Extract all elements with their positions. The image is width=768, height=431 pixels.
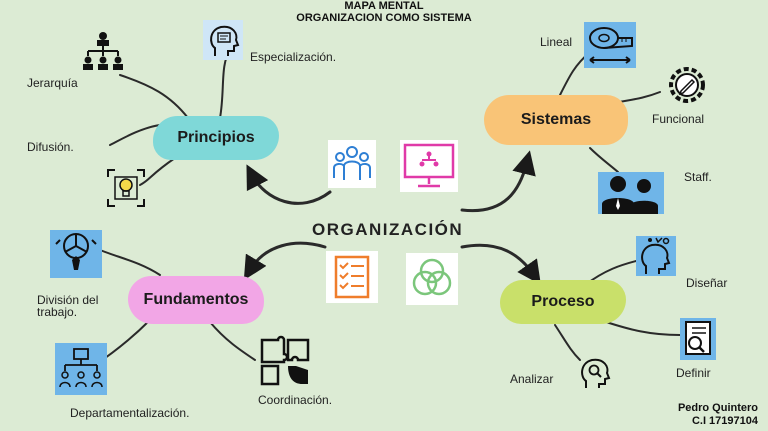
label-funcional: Funcional	[652, 112, 705, 126]
label-jerarquia: Jerarquía	[27, 76, 78, 90]
node-principios-label: Principios	[177, 129, 255, 146]
node-fundamentos-label: Fundamentos	[143, 291, 249, 308]
org-chart-icon	[55, 343, 107, 395]
arrow-to-proceso	[460, 243, 541, 285]
node-sistemas: Sistemas	[484, 95, 628, 145]
measuring-tape-icon	[584, 22, 636, 68]
node-proceso: Proceso	[500, 280, 626, 324]
node-sistemas-label: Sistemas	[520, 111, 592, 128]
head-profile-icon	[203, 20, 243, 60]
people-group-icon	[328, 140, 376, 188]
head-ideas-icon	[636, 236, 676, 276]
node-principios: Principios	[153, 116, 279, 160]
label-definir: Definir	[676, 366, 711, 380]
label-analizar: Analizar	[510, 372, 554, 386]
arrow-to-principios	[246, 164, 332, 205]
head-search-icon	[581, 358, 611, 388]
node-fundamentos: Fundamentos	[128, 276, 264, 324]
label-difusion: Difusión.	[27, 140, 74, 154]
node-proceso-label: Proceso	[531, 293, 595, 310]
label-disenar: Diseñar	[686, 276, 728, 290]
gear-pencil-icon	[669, 67, 705, 103]
label-division-trabajo: División del trabajo.	[37, 293, 99, 319]
checklist-icon	[326, 251, 378, 303]
puzzle-icon	[260, 335, 310, 386]
monitor-network-icon	[400, 140, 458, 192]
lightbulb-icon	[107, 169, 145, 207]
label-departamentalizacion: Departamentalización.	[70, 406, 190, 420]
division-work-icon	[50, 230, 102, 278]
arrow-to-fundamentos	[243, 241, 327, 281]
label-coordinacion: Coordinación.	[258, 393, 333, 407]
venn-icon	[406, 253, 458, 305]
label-staff: Staff.	[684, 170, 712, 184]
label-especializacion: Especialización.	[250, 50, 337, 64]
author-block: Pedro Quintero C.I 17197104	[640, 402, 758, 428]
center-label: ORGANIZACIÓN	[312, 220, 464, 239]
document-search-icon	[680, 318, 716, 360]
map-title-line1: MAPA MENTAL	[344, 0, 424, 12]
map-title-line2: ORGANIZACION COMO SISTEMA	[296, 12, 472, 24]
hierarchy-icon	[83, 32, 123, 70]
author-name: Pedro Quintero	[677, 402, 758, 414]
author-id: C.I 17197104	[691, 415, 758, 427]
arrow-to-sistemas	[460, 150, 536, 213]
businessmen-icon	[598, 172, 664, 214]
label-lineal: Lineal	[540, 35, 573, 49]
